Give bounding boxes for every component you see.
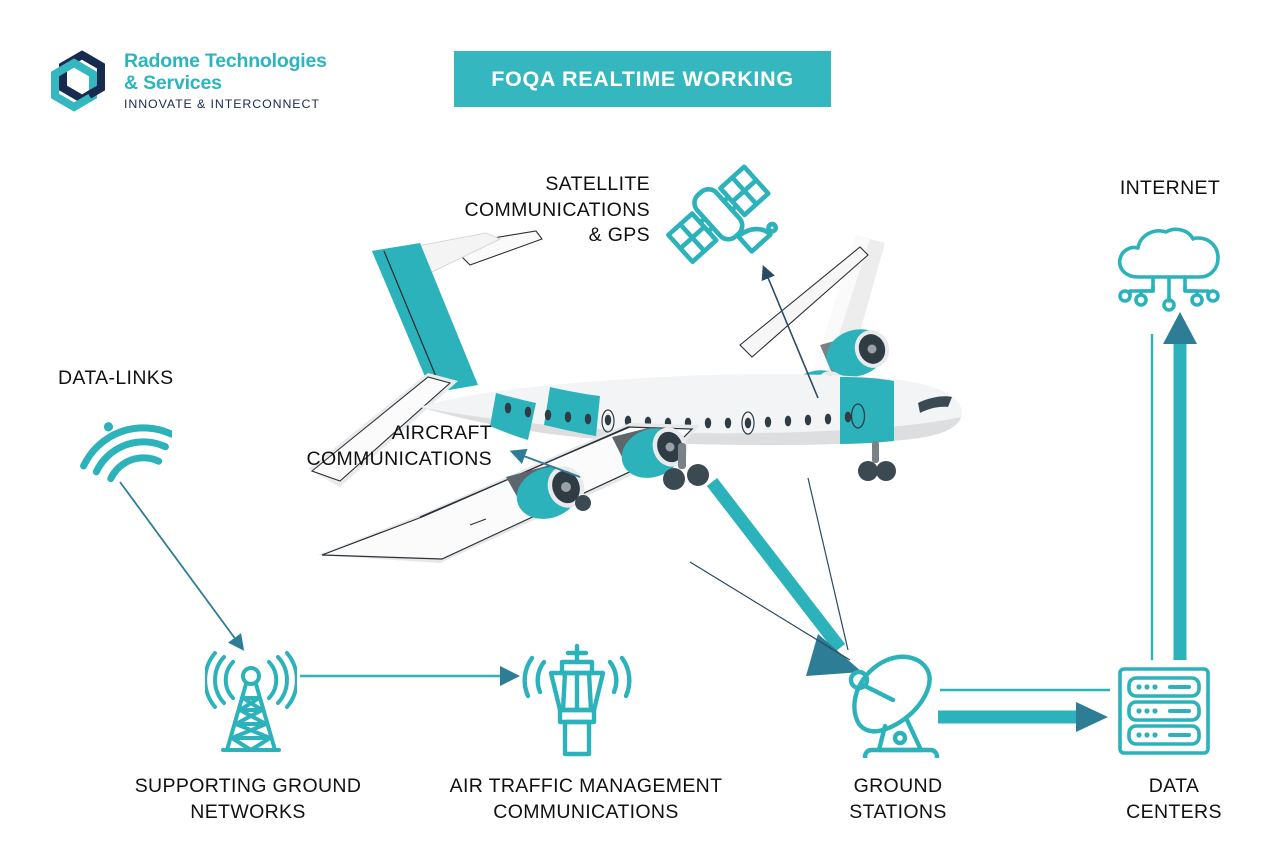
- brand-name-line1: Radome Technologies: [124, 49, 327, 72]
- connector-aircraft-to-ground-stations-thin-b: [807, 477, 849, 651]
- satellite-icon: [660, 160, 779, 270]
- satellite-dish-icon: [845, 650, 955, 766]
- brand-logo-text: Radome Technologies & Services INNOVATE …: [124, 49, 327, 112]
- connector-aircraft-to-ground-stations-thin-a: [689, 561, 851, 661]
- aircraft-communications-label: AIRCRAFT COMMUNICATIONS: [306, 422, 492, 470]
- wifi-signal-icon: [80, 400, 175, 492]
- connector-aircraft-to-ground-stations-thick: [706, 478, 862, 676]
- data-centers-label: DATA CENTERS: [1126, 775, 1222, 823]
- page-title: FOQA REALTIME WORKING: [491, 66, 794, 91]
- connector-ground-stations-to-data-centers-thick: [938, 702, 1108, 732]
- control-tower-icon: [518, 640, 636, 758]
- satellite-label: SATELLITE COMMUNICATIONS & GPS: [464, 173, 650, 247]
- brand-name-line2: & Services: [124, 71, 222, 94]
- data-links-label: DATA-LINKS: [58, 367, 174, 389]
- connector-aircraft-label: [509, 448, 581, 478]
- supporting-ground-networks-label: SUPPORTING GROUND NETWORKS: [134, 775, 362, 823]
- connector-datalinks-to-ground-networks: [119, 481, 245, 651]
- page-title-banner: FOQA REALTIME WORKING: [454, 51, 831, 107]
- connector-data-centers-to-internet-thick: [1163, 312, 1197, 660]
- ground-stations-label: GROUND STATIONS: [849, 775, 947, 823]
- connector-aircraft-to-satellite: [761, 265, 819, 399]
- brand-tagline: INNOVATE & INTERCONNECT: [124, 97, 320, 112]
- air-traffic-management-label: AIR TRAFFIC MANAGEMENT COMMUNICATIONS: [449, 775, 723, 823]
- cloud-network-icon: [1108, 225, 1230, 313]
- server-rack-icon: [1115, 665, 1213, 757]
- connector-ground-networks-to-atm-head: [500, 666, 520, 686]
- airplane-illustration: [300, 225, 980, 585]
- hexagon-ring-logo-icon: [48, 50, 110, 112]
- radio-tower-icon: [203, 650, 299, 758]
- brand-logo: Radome Technologies & Services INNOVATE …: [48, 45, 348, 117]
- internet-label: INTERNET: [1119, 177, 1221, 199]
